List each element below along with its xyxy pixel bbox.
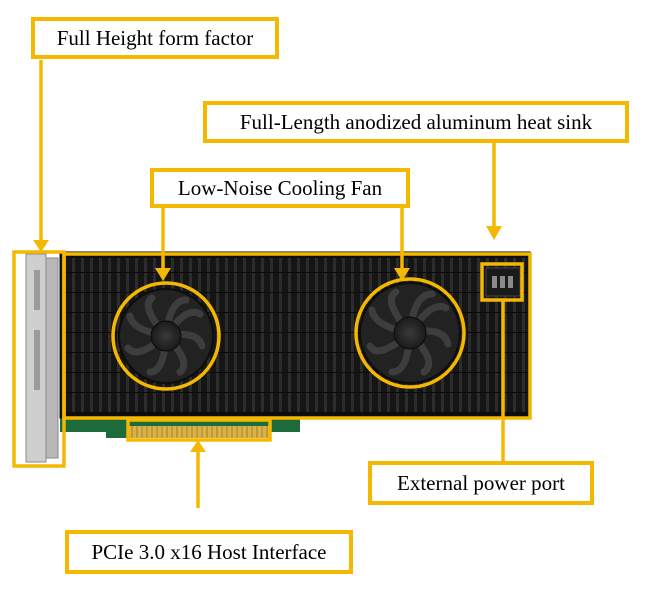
pcie-bracket <box>25 253 59 463</box>
connector-highlight <box>126 418 272 442</box>
callout-arrows <box>39 60 505 508</box>
callout-power-port: External power port <box>368 461 594 505</box>
fan-left-highlight <box>111 281 221 391</box>
external-power-connector <box>485 267 521 297</box>
arrow-heads <box>33 226 502 452</box>
callout-cooling-fan: Low-Noise Cooling Fan <box>150 168 410 208</box>
callout-full-height: Full Height form factor <box>31 17 279 59</box>
heatsink-highlight <box>62 252 532 420</box>
pcie-gold-contacts <box>128 426 270 438</box>
callout-heat-sink: Full-Length anodized aluminum heat sink <box>203 101 629 143</box>
cooling-fan-right <box>359 282 461 384</box>
highlight-outlines <box>12 250 532 468</box>
fan-right-highlight <box>354 277 466 389</box>
cooling-fan-left <box>118 288 214 384</box>
callout-host-interface: PCIe 3.0 x16 Host Interface <box>65 530 353 574</box>
